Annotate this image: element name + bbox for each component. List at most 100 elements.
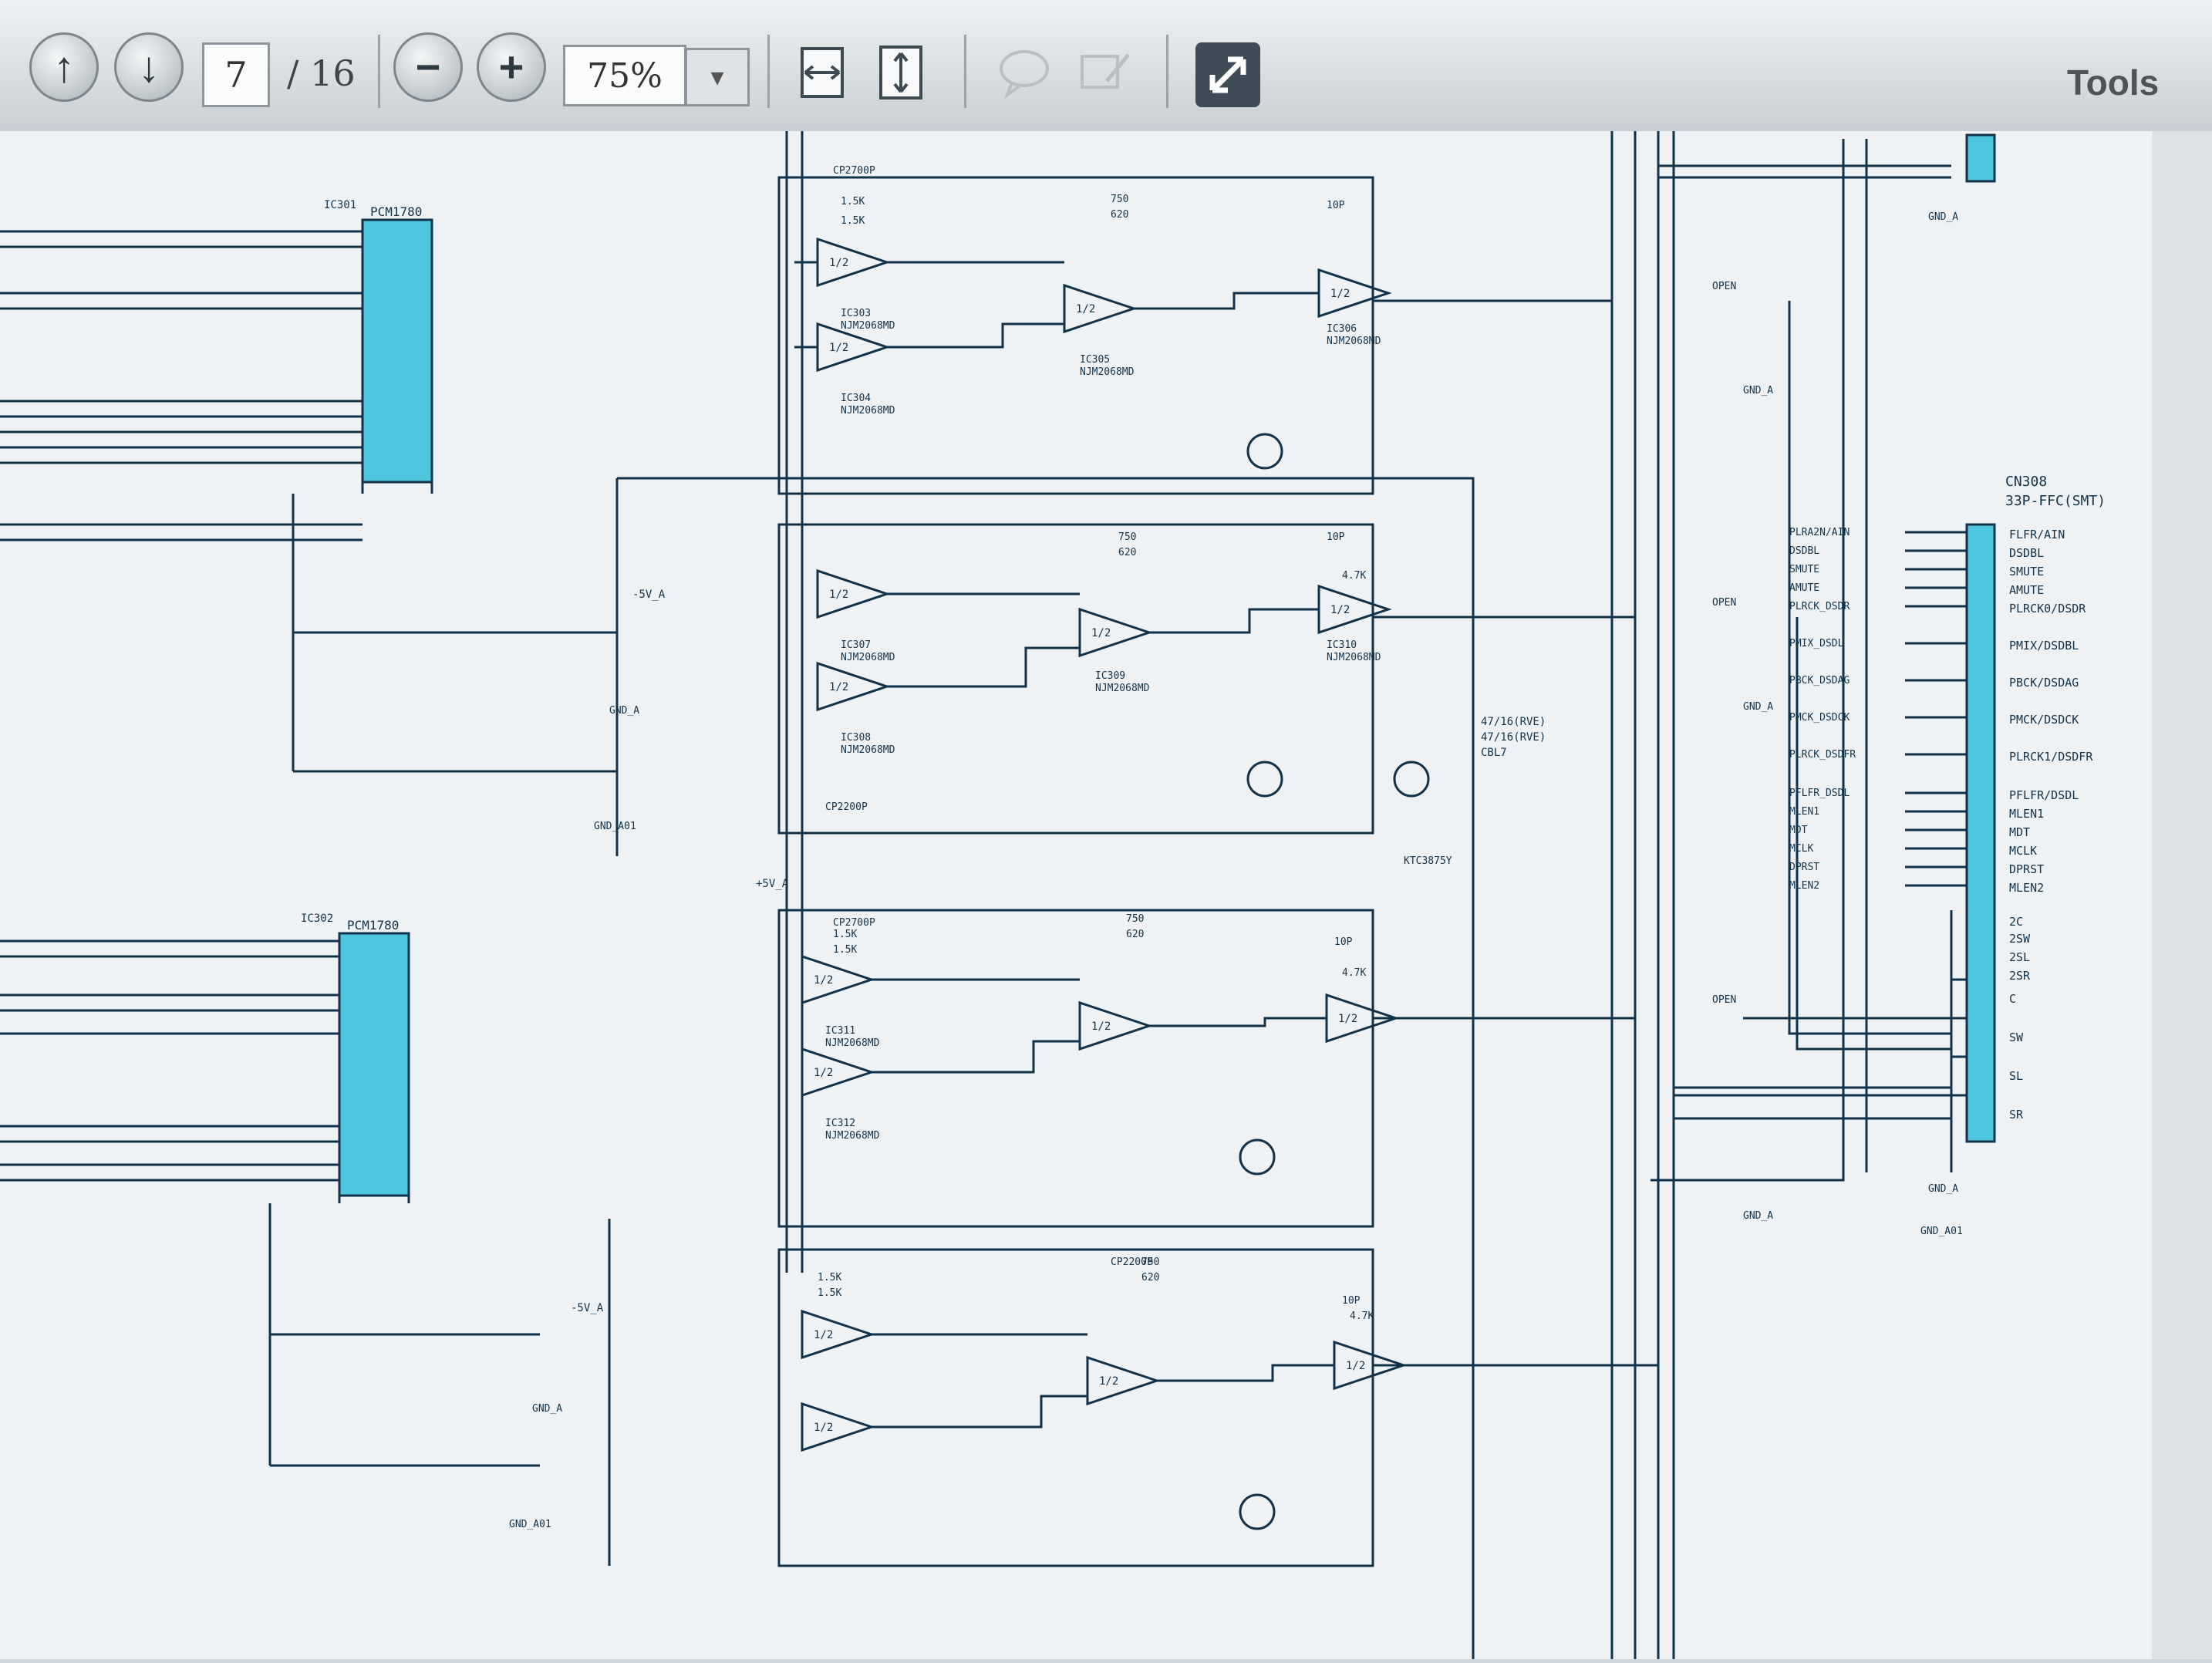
ground-label: GND_A01 <box>1920 1226 1963 1237</box>
opamp-part-label: NJM2068MD <box>1080 366 1135 378</box>
ground-label: GND_A <box>1928 211 1958 223</box>
zoom-dropdown-button[interactable]: ▾ <box>685 48 750 106</box>
capacitor-label: 10P <box>1327 531 1345 543</box>
plus-icon: + <box>498 42 524 91</box>
ic-part-label: PCM1780 <box>347 918 399 933</box>
open-label: OPEN <box>1712 597 1736 609</box>
resistor-label: 1.5K <box>818 1287 841 1299</box>
connector-net-label: DPRST <box>1789 862 1819 873</box>
opamp-part-label: NJM2068MD <box>841 320 895 332</box>
toolbar: ↑ ↓ 7 / 16 − + 75% ▾ Tools <box>0 0 2212 133</box>
connector-pin-label: PLRCK1/DSDFR <box>2009 750 2093 764</box>
opamp-half-label: 1/2 <box>1330 288 1350 300</box>
toolbar-divider <box>767 35 770 108</box>
opamp-half-label: 1/2 <box>814 1422 833 1434</box>
comment-button[interactable] <box>995 42 1055 103</box>
opamp-part-label: NJM2068MD <box>841 405 895 417</box>
resistor-label: 1.5K <box>841 196 865 207</box>
next-page-button[interactable]: ↓ <box>114 32 184 102</box>
connector-top-body <box>1965 133 1996 183</box>
opamp-half-label: 1/2 <box>1338 1013 1357 1025</box>
ic-pcm1780-top <box>361 218 433 484</box>
opamp-half-label: 1/2 <box>829 257 848 269</box>
connector-net-label: SMUTE <box>1789 564 1819 575</box>
zoom-in-button[interactable]: + <box>477 32 546 102</box>
connector-pin-label: MDT <box>2009 825 2030 839</box>
resistor-label: 4.7K <box>1342 967 1366 979</box>
fit-width-button[interactable] <box>794 42 855 103</box>
connector-net-label: MLEN1 <box>1789 806 1819 818</box>
ground-label: GND_A01 <box>509 1519 551 1530</box>
resistor-label: 750 <box>1141 1257 1159 1268</box>
resistor-label: 620 <box>1141 1272 1159 1284</box>
connector-pin-label: PMIX/DSDBL <box>2009 639 2079 653</box>
resistor-label: 1.5K <box>833 929 857 940</box>
ic-ref-label: IC301 <box>324 199 356 211</box>
connector-net-label: PFLFR_DSDL <box>1789 788 1850 799</box>
opamp-half-label: 1/2 <box>814 1067 833 1079</box>
capacitor-label: 10P <box>1327 200 1345 211</box>
capacitor-label: 10P <box>1334 936 1353 948</box>
prev-page-button[interactable]: ↑ <box>29 32 99 102</box>
comment-icon <box>1000 50 1049 100</box>
connector-pin-label: FLFR/AIN <box>2009 528 2065 541</box>
ground-label: GND_A01 <box>594 821 636 832</box>
sign-button[interactable] <box>1076 42 1136 103</box>
opamp-half-label: 1/2 <box>1346 1360 1365 1372</box>
opamp-half-label: 1/2 <box>829 589 848 601</box>
capacitor-label: CP2700P <box>833 165 875 177</box>
minus-icon: − <box>415 42 441 91</box>
open-label: OPEN <box>1712 281 1736 292</box>
connector-net-label: MCLK <box>1789 843 1813 855</box>
zoom-input[interactable]: 75% <box>563 45 686 106</box>
connector-net-label: PLRCK_DSDR <box>1789 601 1850 612</box>
opamp-ref-label: IC303 <box>841 308 871 319</box>
opamp-ref-label: IC309 <box>1095 670 1125 682</box>
connector-pin-label: PFLFR/DSDL <box>2009 788 2079 802</box>
connector-net-label: PMCK_DSDCK <box>1789 712 1850 724</box>
opamp-half-label: 1/2 <box>1099 1375 1118 1388</box>
capacitor-label: 10P <box>1342 1295 1361 1307</box>
opamp-ref-label: IC312 <box>825 1118 855 1129</box>
connector-type-label: 33P-FFC(SMT) <box>2005 493 2106 509</box>
connector-net-label: AMUTE <box>1789 582 1819 594</box>
resistor-label: 750 <box>1126 913 1144 925</box>
connector-pin-label: MLEN2 <box>2009 881 2044 895</box>
connector-pin-label: AMUTE <box>2009 583 2044 597</box>
zoom-out-button[interactable]: − <box>393 32 463 102</box>
connector-cn308-body <box>1965 523 1996 1143</box>
connector-pin-label: SL <box>2009 1069 2023 1083</box>
connector-pin-label: 2SL <box>2009 950 2030 964</box>
fullscreen-button[interactable] <box>1195 42 1260 107</box>
connector-pin-label: MCLK <box>2009 844 2037 858</box>
opamp-ref-label: IC311 <box>825 1025 855 1037</box>
ground-label: GND_A <box>1928 1183 1958 1195</box>
opamp-ref-label: IC306 <box>1327 323 1357 335</box>
connector-net-label: PLRA2N/AIN <box>1789 527 1850 538</box>
connector-pin-label: SR <box>2009 1108 2024 1122</box>
sign-icon <box>1081 53 1130 89</box>
supply-label: -5V_A <box>571 1302 604 1314</box>
chevron-down-icon: ▾ <box>710 62 724 92</box>
ground-label: GND_A <box>609 705 639 717</box>
capacitor-label: 47/16(RVE) <box>1481 716 1546 728</box>
opamp-half-label: 1/2 <box>829 681 848 693</box>
tools-panel-button[interactable]: Tools <box>2067 62 2160 103</box>
fit-page-button[interactable] <box>872 42 932 103</box>
connector-net-label: PBCK_DSDAG <box>1789 675 1850 686</box>
fit-width-icon <box>801 47 844 98</box>
toolbar-divider <box>964 35 966 108</box>
opamp-half-label: 1/2 <box>1330 604 1350 616</box>
connector-pin-label: PMCK/DSDCK <box>2009 713 2079 727</box>
opamp-part-label: NJM2068MD <box>1327 336 1381 347</box>
resistor-label: 620 <box>1126 929 1144 940</box>
toolbar-divider <box>1166 35 1168 108</box>
connector-ref-label: CN308 <box>2005 474 2047 490</box>
supply-label: +5V_A <box>756 878 789 890</box>
schematic-drawing: CN30833P-FFC(SMT)FLFR/AINDSDBLSMUTEAMUTE… <box>0 131 2106 1659</box>
opamp-ref-label: IC304 <box>841 393 871 404</box>
connector-net-label: MLEN2 <box>1789 880 1819 892</box>
opamp-half-label: 1/2 <box>829 342 848 354</box>
page-number-input[interactable]: 7 <box>202 42 270 107</box>
